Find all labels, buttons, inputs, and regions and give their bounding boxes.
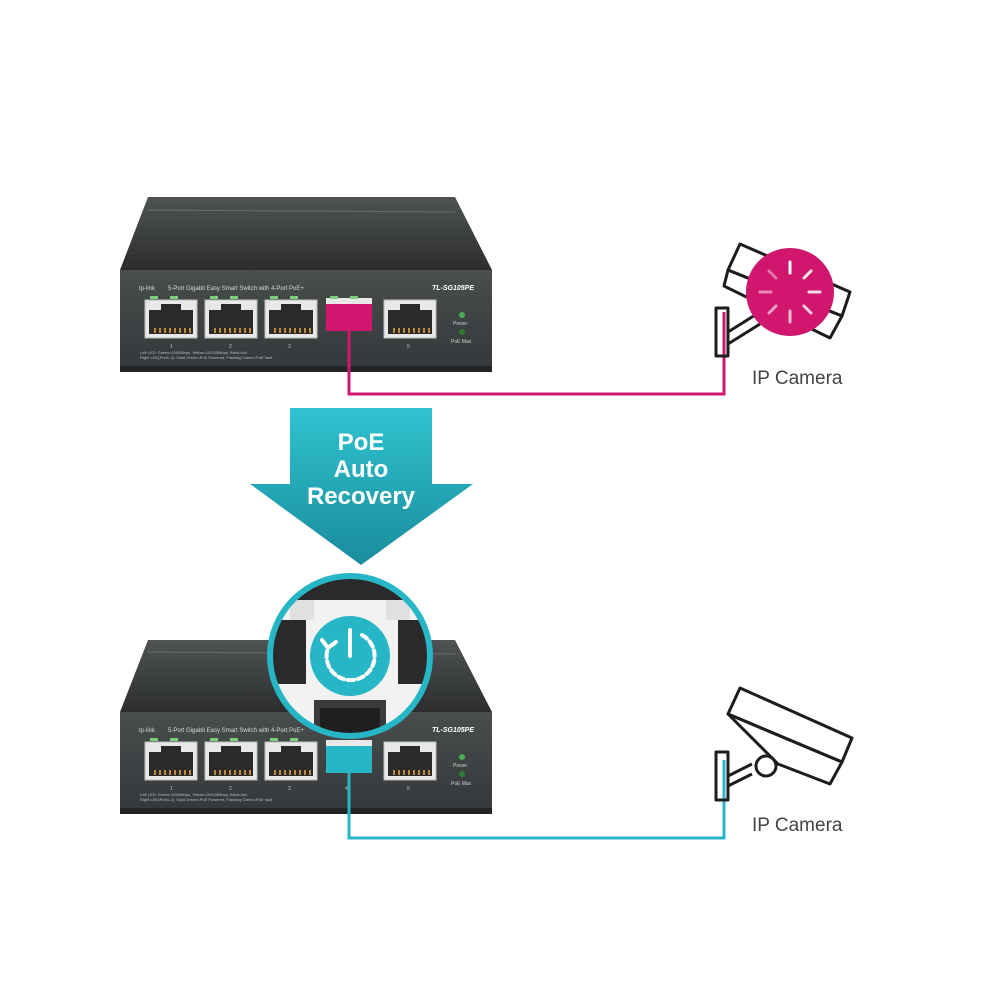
bottom-switch-ports — [144, 740, 437, 781]
port-3 — [264, 741, 318, 781]
bottom-port-number-5: 5 — [407, 786, 410, 792]
bottom-switch-description: 5-Port Gigabit Easy Smart Switch with 4-… — [168, 728, 304, 734]
top-port-number-5: 5 — [407, 344, 410, 350]
bottom-switch-brand: tp-link — [139, 728, 156, 734]
bottom-camera-label: IP Camera — [752, 815, 843, 836]
power-led — [459, 312, 465, 318]
port-3 — [264, 299, 318, 339]
bottom-legend-2: Right LED(Port1-4): Solid Green=PoE Powe… — [140, 797, 273, 802]
bottom-camera: IP Camera — [714, 686, 854, 836]
port-5 — [383, 299, 437, 339]
bottom-legend-1: Left LED: Green=1000Mbps, Yellow=10/100M… — [140, 792, 248, 797]
power-led — [459, 754, 465, 760]
top-switch-model: TL-SG105PE — [432, 285, 474, 292]
port-2 — [204, 299, 258, 339]
arrow-line-1: PoE — [338, 429, 385, 456]
bottom-port-number-2: 2 — [229, 786, 232, 792]
poe-auto-recovery-arrow: PoE Auto Recovery — [250, 408, 473, 565]
bottom-port-number-4: 4 — [345, 786, 348, 792]
top-legend-1: Left LED: Green=1000Mbps, Yellow=10/100M… — [140, 350, 248, 355]
poe-max-led — [459, 771, 465, 777]
bottom-port-number-3: 3 — [288, 786, 291, 792]
top-camera-label: IP Camera — [752, 368, 843, 389]
port-4-highlight — [326, 303, 372, 331]
power-restart-icon — [320, 628, 377, 683]
camera-icon — [714, 686, 854, 802]
bottom-poe-max-label: PoE Max — [451, 781, 472, 787]
port-5 — [383, 741, 437, 781]
top-cable — [347, 312, 726, 396]
port-4-highlight — [326, 745, 372, 773]
arrow-line-2: Auto — [334, 456, 389, 483]
top-switch-ports — [144, 298, 437, 339]
top-switch-description: 5-Port Gigabit Easy Smart Switch with 4-… — [168, 286, 304, 292]
top-switch: tp-link 5-Port Gigabit Easy Smart Switch… — [120, 197, 492, 372]
top-port-number-1: 1 — [170, 344, 173, 350]
port-2 — [204, 741, 258, 781]
top-camera: IP Camera — [714, 242, 852, 389]
bottom-port-number-1: 1 — [170, 786, 173, 792]
port-1 — [144, 741, 198, 781]
arrow-line-3: Recovery — [307, 483, 416, 510]
top-power-label: Power — [453, 321, 468, 327]
bottom-switch-model: TL-SG105PE — [432, 727, 474, 734]
port-1 — [144, 299, 198, 339]
top-port-number-3: 3 — [288, 344, 291, 350]
loading-spinner-icon — [758, 260, 822, 324]
bottom-power-label: Power — [453, 763, 468, 769]
top-switch-lid — [120, 197, 492, 270]
zoom-magnifier — [267, 573, 433, 739]
top-port-number-2: 2 — [229, 344, 232, 350]
top-legend-2: Right LED(Port1-4): Solid Green=PoE Powe… — [140, 355, 273, 360]
top-switch-brand: tp-link — [139, 286, 156, 292]
poe-max-led — [459, 329, 465, 335]
top-poe-max-label: PoE Max — [451, 339, 472, 345]
